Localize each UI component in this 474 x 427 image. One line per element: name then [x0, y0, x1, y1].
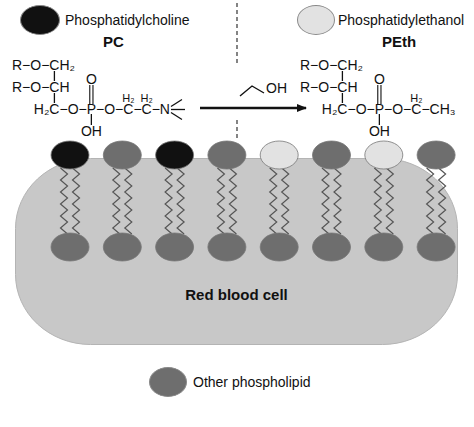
- lipid-tail: [270, 168, 277, 234]
- lipid-tail: [374, 168, 381, 234]
- structure-text-box: H₂: [141, 88, 153, 106]
- lipid-tail: [125, 168, 132, 234]
- lipid-tail: [165, 168, 172, 234]
- structure-text: R−O−CH₂: [300, 57, 363, 73]
- molecule-abbreviation: PC: [103, 33, 124, 50]
- structure-text-box: OH: [81, 122, 102, 140]
- structure-text: OH: [81, 123, 102, 139]
- structure-text: R−O−CH: [300, 79, 358, 95]
- cell-shape: Red blood cell: [15, 158, 458, 345]
- lipid-head: [156, 141, 194, 169]
- structure-text-box: R−O−CH: [12, 78, 70, 96]
- lipid-head: [103, 141, 141, 169]
- lipid-head: [208, 233, 246, 261]
- bond-line: [171, 113, 182, 120]
- structure-text-box: O: [86, 70, 97, 88]
- lipid-head: [417, 233, 455, 261]
- cell-outline: [15, 158, 458, 345]
- bond-line: [171, 109, 185, 110]
- structure-text: H₂: [122, 92, 134, 104]
- cell-body: [16, 159, 458, 345]
- lipid-head: [313, 233, 351, 261]
- lipid-tail: [113, 168, 120, 234]
- structure-text: O: [86, 71, 97, 87]
- legend-text: Other phospholipid: [193, 374, 311, 390]
- ethanol-hydroxyl: OH: [266, 80, 287, 96]
- structure-text-box: R−O−CH: [300, 78, 358, 96]
- structure-text: H₂: [141, 92, 153, 104]
- legend-swatch: [20, 5, 60, 35]
- lipid-head: [260, 233, 298, 261]
- structure-text: R−O−CH: [12, 79, 70, 95]
- structure-text-box: H₂: [410, 88, 422, 106]
- lipid-head: [156, 233, 194, 261]
- lipid-tail: [177, 168, 184, 234]
- structure-text-box: H₂: [122, 88, 134, 106]
- lipid-tail: [217, 168, 224, 234]
- lipid-tail: [334, 168, 341, 234]
- lipid-head: [313, 141, 351, 169]
- structure-text-box: OH: [369, 122, 390, 140]
- lipid-head: [260, 141, 298, 169]
- lipid-head: [365, 233, 403, 261]
- lipid-tail: [427, 168, 434, 234]
- bond-line: [171, 100, 182, 107]
- cell-label-box: Red blood cell: [15, 286, 458, 304]
- lipid-head: [365, 141, 403, 169]
- ethanol-skeleton: [240, 86, 264, 96]
- structure-text-box: R−O−CH₂: [300, 56, 363, 74]
- lipid-tail: [61, 168, 68, 234]
- structure-text: O: [374, 71, 385, 87]
- lipid-tail: [282, 168, 289, 234]
- structure-text: OH: [369, 123, 390, 139]
- lipid-head: [51, 233, 89, 261]
- legend-text: Phosphatidylcholine: [65, 12, 190, 28]
- lipid-head: [103, 233, 141, 261]
- divider-line: [236, 120, 237, 138]
- divider-line: [236, 3, 237, 66]
- lipid-tail: [229, 168, 236, 234]
- molecule-abbreviation-box: PEth: [382, 33, 416, 51]
- structure-text-box: R−O−CH₂: [12, 56, 75, 74]
- legend-text-box: Phosphatidylcholine: [65, 11, 190, 29]
- structure-text-box: O: [374, 70, 385, 88]
- lipid-tail: [73, 168, 80, 234]
- molecule-abbreviation-box: PC: [103, 33, 124, 51]
- reaction-arrow: [200, 107, 306, 110]
- legend-text-box: Phosphatidylethanol: [338, 11, 464, 29]
- structure-text: H₂C−O−P−O−C−CH₃: [322, 101, 456, 117]
- lipid-head: [51, 141, 89, 169]
- legend-swatch: [149, 367, 187, 397]
- legend-swatch: [297, 5, 335, 35]
- cell-label: Red blood cell: [185, 286, 288, 303]
- structure-text-box: H₂C−O−P−O−C−CH₃: [322, 100, 456, 118]
- lipid-head: [208, 141, 246, 169]
- lipid-head: [417, 141, 455, 169]
- structure-text: H₂: [410, 92, 422, 104]
- legend-text: Phosphatidylethanol: [338, 12, 464, 28]
- lipid-tail: [322, 168, 329, 234]
- lipid-tail: [386, 168, 393, 234]
- legend-text-box: Other phospholipid: [193, 373, 311, 391]
- structure-text: R−O−CH₂: [12, 57, 75, 73]
- molecule-abbreviation: PEth: [382, 33, 416, 50]
- lipid-tail: [439, 168, 446, 234]
- ethanol-hydroxyl-box: OH: [266, 79, 287, 97]
